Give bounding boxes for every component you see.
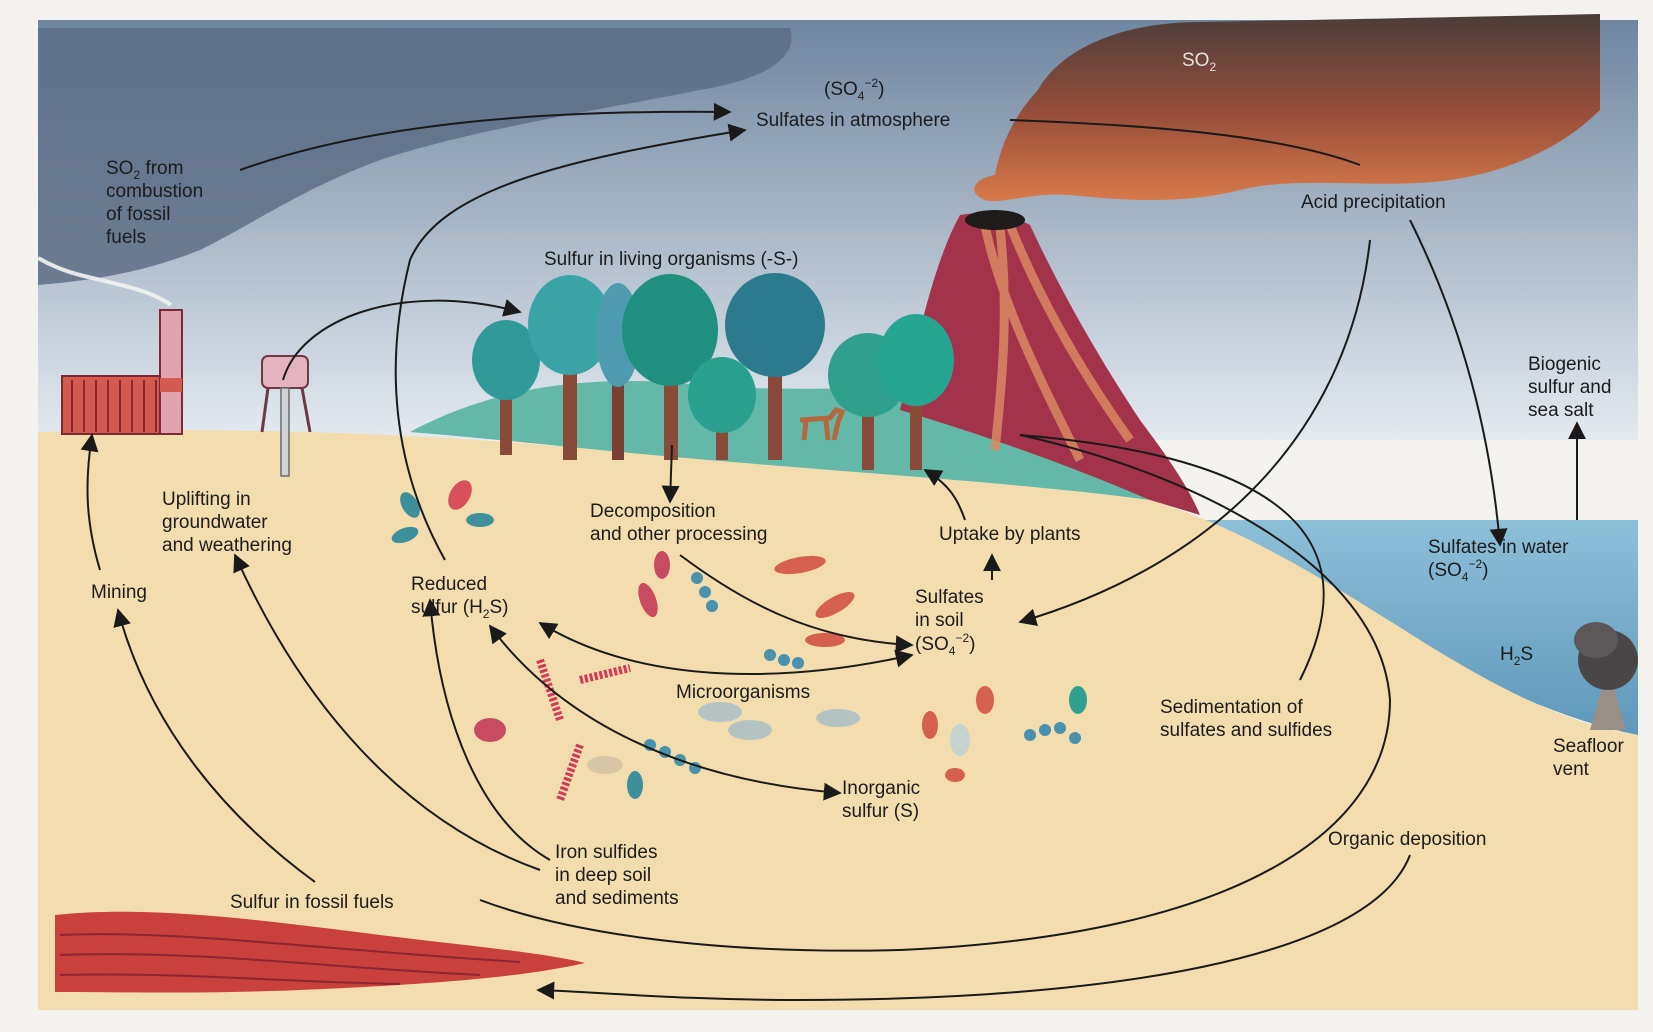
label-biogenic-2: sulfur and — [1528, 377, 1611, 398]
label-inorganic-2: sulfur (S) — [842, 801, 919, 822]
label-sulfates-soil-1: Sulfates — [915, 587, 984, 608]
label-sedimentation-2: sulfates and sulfides — [1160, 720, 1332, 741]
label-reduced-2: sulfur (H2S) — [411, 597, 508, 621]
label-iron-2: in deep soil — [555, 865, 651, 886]
label-organic-deposition: Organic deposition — [1328, 829, 1486, 850]
label-mining: Mining — [91, 582, 147, 603]
label-seafloor-1: Seafloor — [1553, 736, 1624, 757]
label-of-fossil: of fossil — [106, 204, 170, 225]
label-reduced-1: Reduced — [411, 574, 487, 595]
label-sulfates-soil-2: in soil — [915, 610, 964, 631]
label-so2-from: SO2 from — [106, 158, 183, 182]
label-iron-3: and sediments — [555, 888, 679, 909]
label-seafloor-2: vent — [1553, 759, 1590, 780]
label-acid-precipitation: Acid precipitation — [1301, 192, 1446, 213]
label-decomposition-1: Decomposition — [590, 501, 716, 522]
label-uplifting-1: Uplifting in — [162, 489, 251, 510]
label-uplifting-3: and weathering — [162, 535, 292, 556]
label-sedimentation-1: Sedimentation of — [1160, 697, 1303, 718]
label-decomposition-2: and other processing — [590, 524, 767, 545]
label-biogenic-3: sea salt — [1528, 400, 1594, 421]
label-biogenic-1: Biogenic — [1528, 354, 1601, 375]
label-combustion: combustion — [106, 181, 203, 202]
label-uptake-plants: Uptake by plants — [939, 524, 1081, 545]
label-sulfates-water-1: Sulfates in water — [1428, 537, 1569, 558]
label-uplifting-2: groundwater — [162, 512, 268, 533]
label-fuels: fuels — [106, 227, 146, 248]
label-living-organisms: Sulfur in living organisms (-S-) — [544, 249, 798, 270]
label-sulfates-atmosphere: Sulfates in atmosphere — [756, 110, 950, 131]
label-microorganisms: Microorganisms — [676, 682, 810, 703]
label-iron-1: Iron sulfides — [555, 842, 657, 863]
label-fossil-fuels: Sulfur in fossil fuels — [230, 892, 394, 913]
label-inorganic-1: Inorganic — [842, 778, 920, 799]
